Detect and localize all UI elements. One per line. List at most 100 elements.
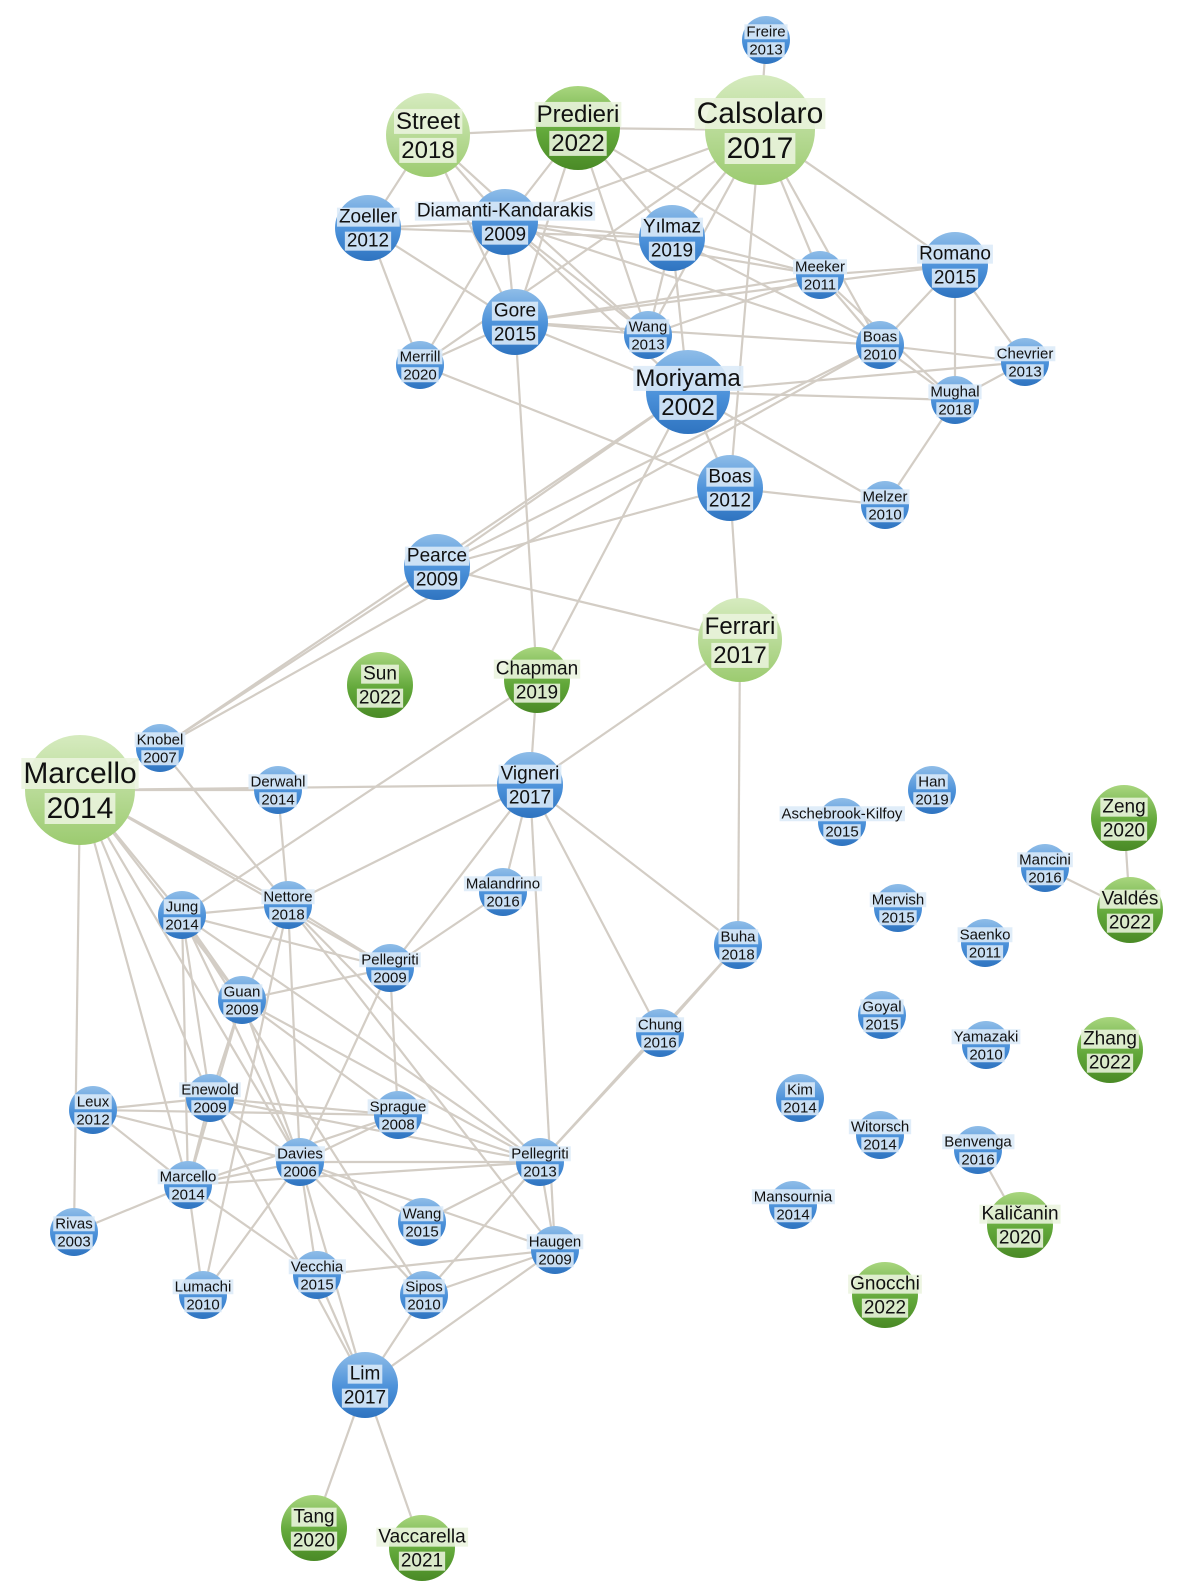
label-background (1100, 797, 1148, 817)
node-circle[interactable] (536, 86, 620, 170)
label-background (484, 894, 522, 910)
label-background (848, 1274, 922, 1294)
label-background (860, 329, 900, 345)
label-background (290, 1531, 338, 1551)
edge-moriyama2002-chevrier2013 (687, 360, 1026, 394)
label-background (376, 1527, 469, 1547)
node-circle[interactable] (698, 598, 782, 682)
node-circle[interactable] (25, 735, 135, 845)
edge-jung2014-pellegriti2013 (181, 914, 541, 1163)
node-label-year: 2021 (401, 1551, 443, 1572)
node-label-author: Rivas (55, 1215, 93, 1232)
node-label-year: 2014 (783, 1099, 816, 1116)
edge-pellegriti2009-davies2006 (299, 967, 391, 1163)
label-background (706, 467, 754, 487)
node-label-author: Yamazaki (954, 1028, 1019, 1045)
node-label-year: 2020 (1103, 821, 1145, 842)
label-background (393, 108, 463, 134)
label-background (967, 1047, 1005, 1063)
edge-enewold2009-sprague2008 (209, 1096, 399, 1117)
node-circle[interactable] (386, 93, 470, 177)
node-label-year: 2016 (1028, 869, 1061, 886)
node-label-author: Zeng (1102, 797, 1145, 818)
label-background (184, 1297, 222, 1313)
node-label-author: Marcello (23, 757, 136, 790)
node-circle[interactable] (646, 350, 730, 434)
node-label-year: 2014 (261, 791, 294, 808)
node-circle[interactable] (705, 75, 815, 185)
node-zeng2020[interactable]: Zeng 2020 (1091, 785, 1157, 851)
label-background (403, 1279, 445, 1295)
label-background (860, 489, 910, 505)
label-background (1017, 852, 1073, 868)
label-background (702, 613, 778, 639)
node-label-year: 2011 (969, 944, 1001, 961)
label-background (640, 217, 704, 237)
